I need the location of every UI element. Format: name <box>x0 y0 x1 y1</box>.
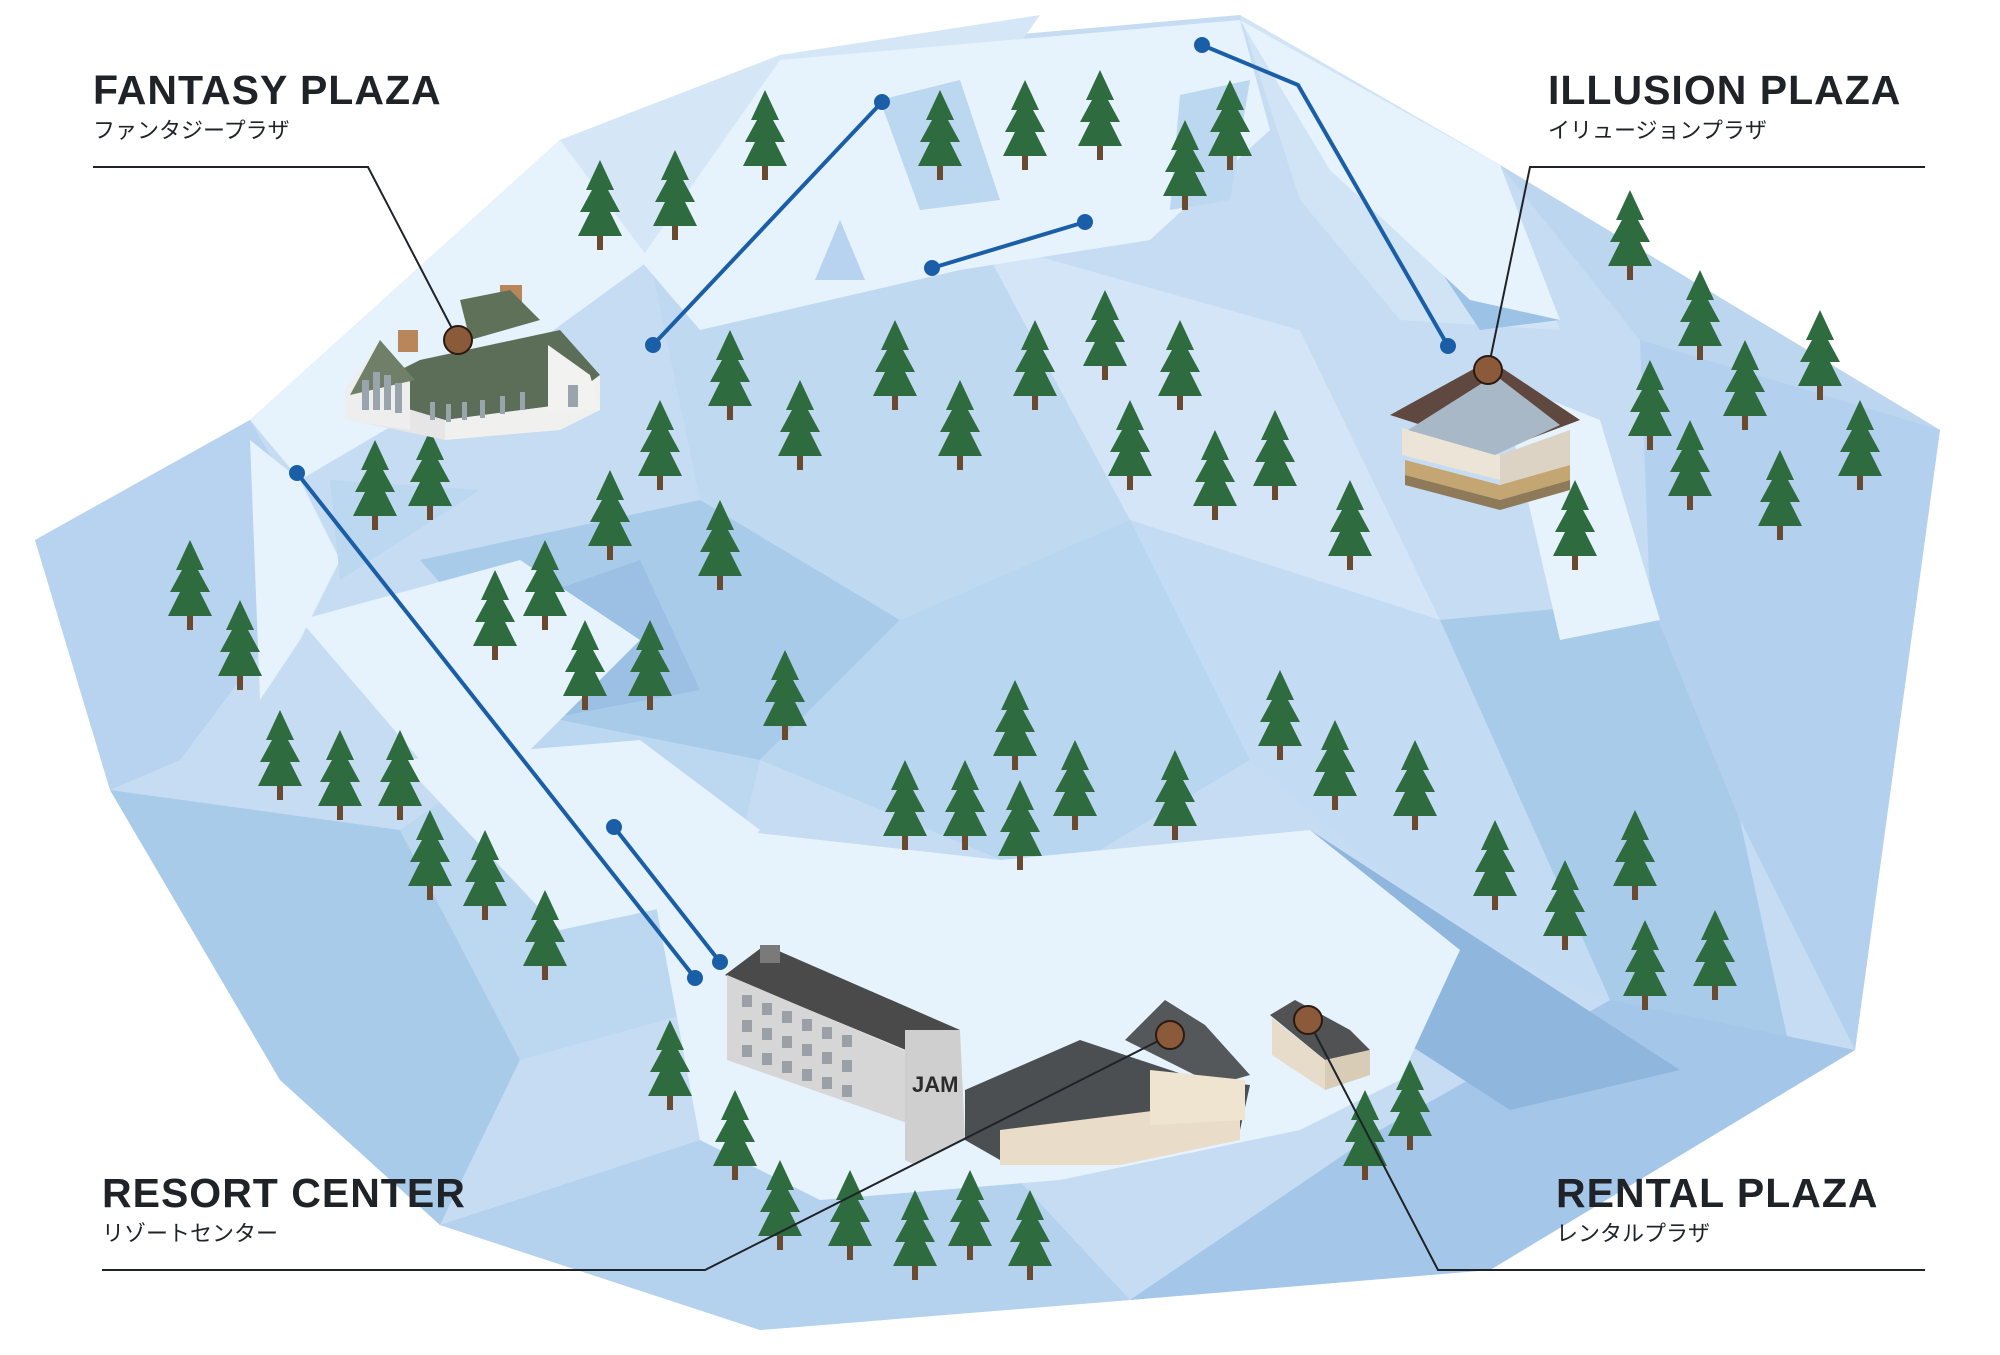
resort-center-name-ja: リゾートセンター <box>102 1222 279 1247</box>
lift-1 <box>645 94 890 353</box>
illusion-plaza-label[interactable]: ILLUSION PLAZA イリュージョンプラザ <box>1548 70 1901 143</box>
illusion-plaza-marker <box>1473 355 1503 385</box>
lift-4 <box>289 465 703 986</box>
illusion-plaza-building <box>1390 360 1580 510</box>
resort-center-label[interactable]: RESORT CENTER リゾートセンター <box>102 1173 466 1246</box>
resort-center-building: JAM <box>725 945 1250 1165</box>
leader-lines <box>93 166 1925 1271</box>
resort-center-name-en: RESORT CENTER <box>102 1170 466 1216</box>
illusion-plaza-name-ja: イリュージョンプラザ <box>1548 119 1767 144</box>
rental-plaza-marker <box>1293 1005 1323 1035</box>
fantasy-plaza-name-en: FANTASY PLAZA <box>93 67 442 113</box>
fantasy-plaza-marker <box>443 325 473 355</box>
fantasy-plaza-building <box>345 285 600 440</box>
location-markers <box>443 325 1503 1050</box>
lift-3 <box>1194 37 1456 354</box>
fantasy-plaza-label[interactable]: FANTASY PLAZA ファンタジープラザ <box>93 70 442 143</box>
lift-2 <box>924 214 1093 276</box>
illusion-plaza-name-en: ILLUSION PLAZA <box>1548 67 1902 113</box>
resort-center-marker <box>1155 1020 1185 1050</box>
rental-plaza-name-en: RENTAL PLAZA <box>1556 1170 1879 1216</box>
rental-plaza-label[interactable]: RENTAL PLAZA レンタルプラザ <box>1556 1173 1879 1246</box>
ski-lifts <box>289 37 1456 986</box>
lift-5 <box>606 819 728 970</box>
resort-building-sign: JAM <box>912 1072 958 1097</box>
rental-plaza-name-ja: レンタルプラザ <box>1556 1222 1711 1247</box>
fantasy-plaza-name-ja: ファンタジープラザ <box>93 119 290 144</box>
